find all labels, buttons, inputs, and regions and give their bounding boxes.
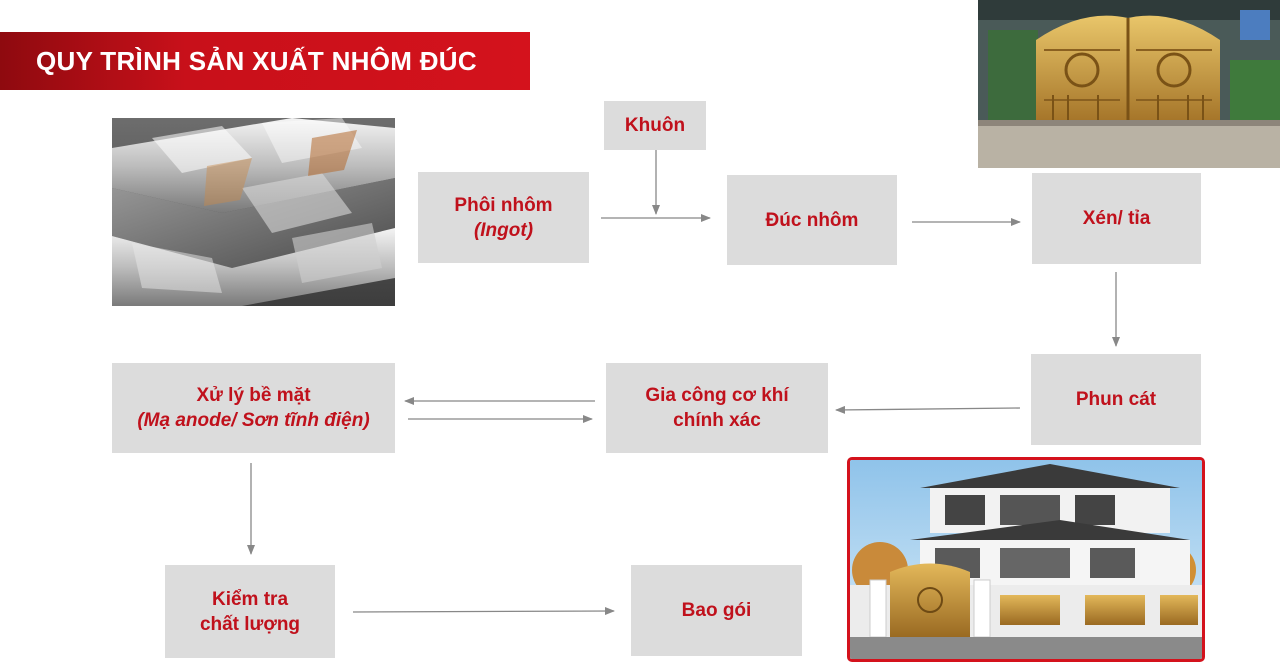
node-gia-cong: Gia công cơ khí chính xác — [606, 363, 828, 453]
node-duc-nhom-label: Đúc nhôm — [765, 209, 859, 231]
node-khuon: Khuôn — [604, 101, 706, 150]
golden-cast-aluminum-gate-photo — [978, 0, 1280, 168]
aluminum-ingot-photo — [112, 118, 395, 306]
node-xen-tia: Xén/ tỉa — [1032, 173, 1201, 264]
villa-with-aluminum-gate-photo — [847, 457, 1205, 662]
node-phun-cat: Phun cát — [1031, 354, 1201, 445]
node-duc-nhom: Đúc nhôm — [727, 175, 897, 265]
node-bao-goi-label: Bao gói — [681, 600, 752, 621]
node-khuon-label: Khuôn — [624, 115, 686, 136]
node-xu-ly-be-mat: Xử lý bề mặt (Mạ anode/ Sơn tĩnh điện) — [112, 363, 395, 453]
node-xen-tia-label: Xén/ tỉa — [1082, 208, 1151, 229]
node-bao-goi: Bao gói — [631, 565, 802, 656]
node-phoi-nhom-label: Phôi nhôm — [454, 194, 553, 216]
arrow-phun-to-giacong — [835, 405, 1021, 414]
node-kiem-tra-line2: chất lượng — [199, 613, 301, 635]
title-banner: QUY TRÌNH SẢN XUẤT NHÔM ĐÚC — [0, 32, 530, 90]
node-xu-ly-sub: (Mạ anode/ Sơn tĩnh điện) — [137, 410, 370, 431]
node-gia-cong-line1: Gia công cơ khí — [645, 385, 789, 406]
node-gia-cong-line2: chính xác — [673, 410, 761, 431]
page-title: QUY TRÌNH SẢN XUẤT NHÔM ĐÚC — [36, 45, 477, 76]
node-kiem-tra: Kiểm tra chất lượng — [165, 565, 335, 658]
node-phun-cat-label: Phun cát — [1075, 389, 1157, 410]
node-kiem-tra-line1: Kiểm tra — [211, 588, 289, 610]
node-phoi-nhom-sub: (Ingot) — [473, 219, 534, 241]
arrow-kiemtra-to-baogoi — [352, 607, 615, 616]
node-phoi-nhom: Phôi nhôm (Ingot) — [418, 172, 589, 263]
node-xu-ly-label: Xử lý bề mặt — [196, 385, 311, 406]
